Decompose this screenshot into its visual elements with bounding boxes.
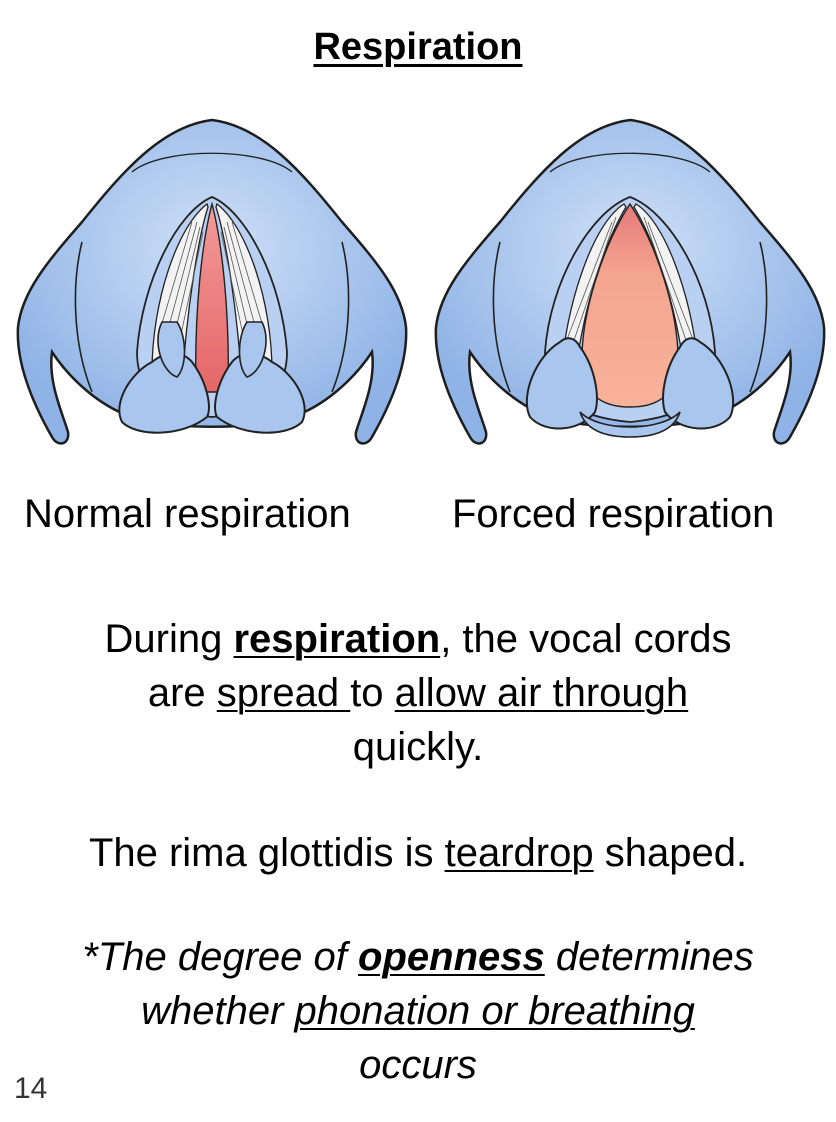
page-number: 14 bbox=[14, 1072, 48, 1105]
caption-forced-respiration: Forced respiration bbox=[452, 492, 775, 536]
text-span: , the vocal cords bbox=[440, 617, 732, 661]
text-span: occurs bbox=[359, 1043, 477, 1087]
emphasis-phonation-breathing: phonation or breathing bbox=[294, 989, 695, 1033]
emphasis-allow-air: allow air through bbox=[394, 671, 689, 715]
emphasis-teardrop: teardrop bbox=[444, 831, 594, 875]
text-span: whether bbox=[141, 989, 295, 1033]
emphasis-respiration: respiration bbox=[233, 617, 441, 661]
text-span: During bbox=[104, 617, 234, 661]
emphasis-spread: spread bbox=[216, 671, 351, 715]
rima-glottidis-forced bbox=[581, 202, 679, 408]
emphasis-openness: openness bbox=[358, 935, 545, 979]
normal-respiration-illustration bbox=[12, 112, 412, 472]
text-span: are bbox=[147, 671, 217, 715]
text-span: *The degree of bbox=[82, 935, 359, 979]
text-span: The rima glottidis is bbox=[88, 831, 445, 875]
paragraph-rima-glottidis: The rima glottidis is teardrop shaped. bbox=[0, 826, 836, 880]
rima-glottidis-normal bbox=[195, 201, 229, 393]
text-span: determines bbox=[544, 935, 754, 979]
paragraph-respiration: During respiration, the vocal cords are … bbox=[0, 612, 836, 774]
caption-normal-respiration: Normal respiration bbox=[24, 492, 351, 536]
text-span: shaped. bbox=[593, 831, 748, 875]
page-title: Respiration bbox=[313, 26, 523, 68]
paragraph-openness-note: *The degree of openness determines wheth… bbox=[0, 930, 836, 1092]
forced-respiration-illustration bbox=[430, 112, 830, 472]
text-span: to bbox=[350, 671, 395, 715]
text-span: quickly. bbox=[352, 725, 484, 769]
